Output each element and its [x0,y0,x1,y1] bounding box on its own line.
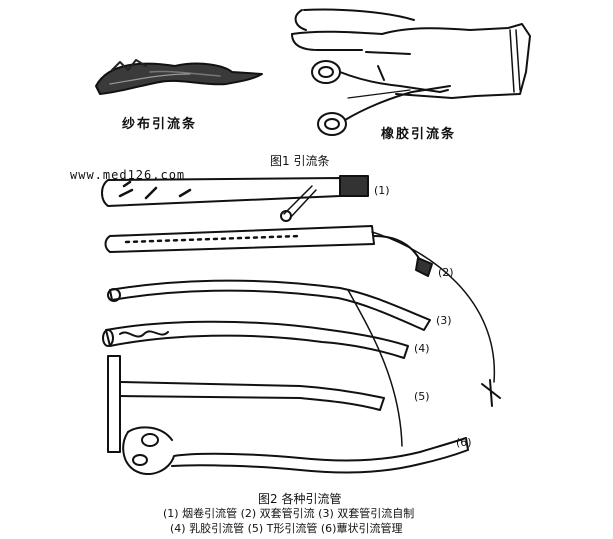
rubber-strip-label: 橡胶引流条 [381,127,457,142]
tube-6-illustration [122,426,469,475]
figure2-legend-line-1: (1) 烟卷引流管 (2) 双套管引流 (3) 双套管引流自制 [163,507,415,520]
tube-number-4: (4) [414,342,430,355]
tube-5-illustration [107,355,385,453]
tube-4-illustration [102,320,409,359]
tube-2-illustration [104,225,501,407]
figure2-legend-line-2: (4) 乳胶引流管 (5) T形引流管 (6)蕈状引流管理 [170,522,403,535]
watermark-text: www.med126.com [70,168,186,182]
glove-hand-illustration [291,8,531,99]
tube-3-illustration [107,279,431,447]
figure1-caption: 图1 引流条 [270,154,330,168]
tube-1-illustration [101,175,369,222]
tube-number-1: (1) [374,184,390,197]
tube-number-2: (2) [438,266,454,279]
gauze-strip-label: 纱布引流条 [122,117,198,132]
gauze-strip-illustration [95,59,263,95]
tube-number-6: (6) [456,436,472,449]
tube-number-5: (5) [414,390,430,403]
clamp-illustration [311,60,451,136]
tube-number-3: (3) [436,314,452,327]
figure2-caption: 图2 各种引流管 [258,492,342,506]
